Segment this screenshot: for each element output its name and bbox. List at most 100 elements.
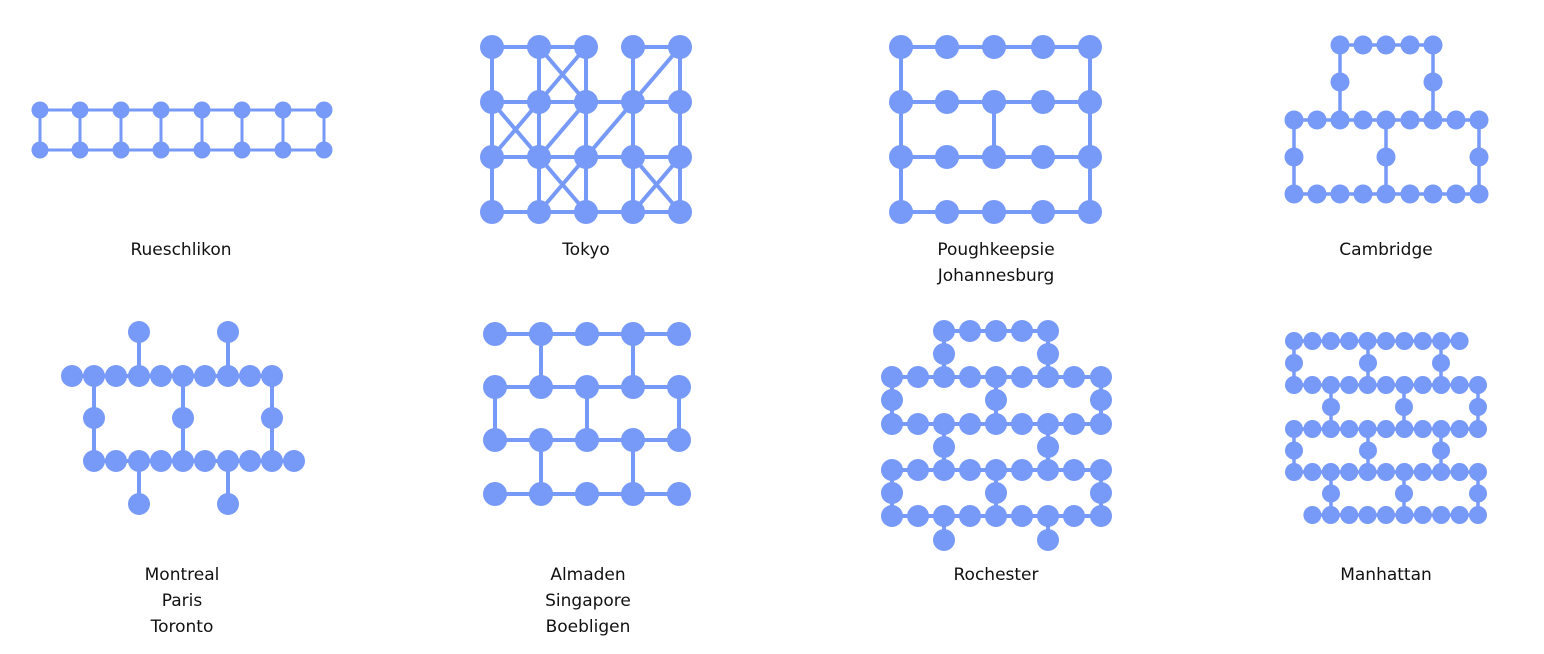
qubit-node <box>1413 332 1432 350</box>
qubit-node <box>112 141 130 159</box>
qubit-node <box>1037 320 1059 342</box>
poughkeepsie-graph <box>889 35 1102 224</box>
edge <box>537 100 588 159</box>
graph-label-rueschlikon: Rueschlikon <box>31 237 331 263</box>
qubit-node <box>83 407 105 429</box>
qubit-node <box>1011 413 1033 435</box>
qubit-node <box>1322 484 1340 503</box>
qubit-node <box>1413 376 1432 394</box>
qubit-node <box>483 482 507 506</box>
qubit-node <box>239 365 261 387</box>
qubit-node <box>152 141 170 159</box>
qubit-node <box>881 413 903 435</box>
qubit-node <box>128 365 150 387</box>
qubit-node <box>527 35 551 59</box>
qubit-node <box>1031 200 1055 224</box>
qubit-node <box>985 413 1007 435</box>
label-line: Rueschlikon <box>130 240 232 260</box>
qubit-node <box>621 90 645 114</box>
qubit-node <box>1285 354 1303 372</box>
qubit-node <box>574 35 598 59</box>
qubit-node <box>889 200 913 224</box>
qubit-node <box>1037 459 1059 481</box>
rueschlikon-graph <box>31 101 333 159</box>
qubit-node <box>1423 184 1443 204</box>
qubit-node <box>1377 376 1395 394</box>
qubit-node <box>907 366 929 388</box>
qubit-node <box>907 505 929 527</box>
qubit-node <box>193 101 211 119</box>
qubit-node <box>1469 110 1489 130</box>
qubit-node <box>1037 505 1059 527</box>
qubit-node <box>1090 366 1112 388</box>
qubit-node <box>621 428 645 452</box>
label-line: Poughkeepsie <box>937 240 1055 260</box>
qubit-node <box>1330 35 1350 55</box>
qubit-node <box>1340 463 1359 481</box>
qubit-node <box>61 365 83 387</box>
qubit-node <box>1285 463 1303 481</box>
qubit-node <box>935 200 959 224</box>
qubit-node <box>1285 376 1303 394</box>
qubit-node <box>1432 332 1451 350</box>
qubit-node <box>1358 376 1377 394</box>
qubit-node <box>274 101 292 119</box>
qubit-node <box>668 145 692 169</box>
qubit-node <box>1395 506 1414 524</box>
qubit-node <box>1353 184 1373 204</box>
qubit-node <box>193 141 211 159</box>
qubit-node <box>1423 72 1443 92</box>
qubit-node <box>233 141 251 159</box>
qubit-node <box>1395 463 1414 481</box>
qubit-node <box>621 322 645 346</box>
qubit-node <box>1321 506 1340 524</box>
qubit-node <box>621 482 645 506</box>
label-line: Paris <box>161 591 203 611</box>
qubit-node <box>128 321 150 343</box>
qubit-node <box>1011 505 1033 527</box>
qubit-node <box>529 375 553 399</box>
qubit-node <box>1400 35 1420 55</box>
qubit-node <box>1469 184 1489 204</box>
qubit-node <box>527 200 551 224</box>
qubit-node <box>881 459 903 481</box>
label-line: Almaden <box>550 565 626 585</box>
qubit-node <box>483 322 507 346</box>
qubit-node <box>1377 420 1395 438</box>
qubit-node <box>217 493 239 515</box>
qubit-node <box>1413 463 1432 481</box>
edge <box>537 45 588 104</box>
qubit-node <box>1303 463 1322 481</box>
qubit-node <box>667 428 691 452</box>
qubit-node <box>1400 184 1420 204</box>
qubit-node <box>480 35 504 59</box>
qubit-node <box>1432 420 1451 438</box>
qubit-node <box>1353 35 1373 55</box>
qubit-node <box>1303 376 1322 394</box>
qubit-node <box>1090 505 1112 527</box>
qubit-node <box>621 145 645 169</box>
qubit-node <box>150 450 172 472</box>
qubit-node <box>274 141 292 159</box>
qubit-node <box>621 375 645 399</box>
qubit-node <box>1413 506 1432 524</box>
qubit-node <box>1078 145 1102 169</box>
qubit-node <box>172 365 194 387</box>
qubit-node <box>1377 463 1395 481</box>
qubit-node <box>217 365 239 387</box>
qubit-node <box>1469 420 1487 438</box>
qubit-node <box>31 141 49 159</box>
qubit-node <box>1321 332 1340 350</box>
qubit-node <box>985 366 1007 388</box>
qubit-node <box>889 90 913 114</box>
qubit-node <box>933 366 955 388</box>
qubit-node <box>985 505 1007 527</box>
qubit-node <box>668 90 692 114</box>
qubit-node <box>1307 110 1327 130</box>
qubit-node <box>933 413 955 435</box>
rochester-graph <box>881 320 1112 551</box>
qubit-node <box>935 145 959 169</box>
qubit-node <box>982 145 1006 169</box>
qubit-node <box>985 389 1007 411</box>
qubit-node <box>1284 147 1304 167</box>
